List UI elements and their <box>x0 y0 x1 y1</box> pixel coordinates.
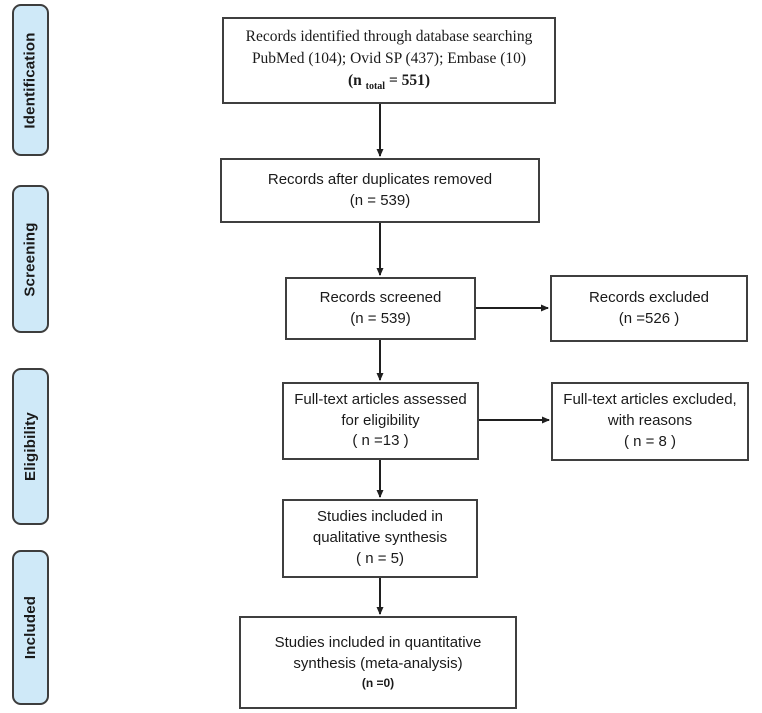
stage-included-label: Included <box>22 595 39 660</box>
stage-screening-label: Screening <box>22 221 40 297</box>
box-records-screened: Records screened (n = 539) <box>285 277 476 340</box>
box-fulltext-excluded: Full-text articles excluded, with reason… <box>551 382 749 461</box>
fulltext-excluded-count: ( n = 8 ) <box>623 432 677 450</box>
stage-included: Included <box>12 550 49 705</box>
box-records-identified: Records identified through database sear… <box>222 17 556 104</box>
qualitative-line2: qualitative synthesis <box>312 529 448 547</box>
box-quantitative-synthesis: Studies included in quantitative synthes… <box>239 616 517 709</box>
box-duplicates-removed: Records after duplicates removed (n = 53… <box>220 158 540 223</box>
records-excluded-count: (n =526 ) <box>618 309 680 327</box>
qualitative-count: ( n = 5) <box>356 549 404 567</box>
quantitative-line2: synthesis (meta-analysis) <box>293 654 463 672</box>
records-identified-line1: Records identified through database sear… <box>245 28 533 46</box>
quantitative-line1: Studies included in quantitative <box>274 633 482 651</box>
fulltext-assessed-line2: for eligibility <box>341 411 420 429</box>
box-fulltext-assessed: Full-text articles assessed for eligibil… <box>282 382 479 460</box>
records-identified-line2: PubMed (104); Ovid SP (437); Embase (10) <box>251 50 527 68</box>
fulltext-assessed-line1: Full-text articles assessed <box>294 390 467 408</box>
records-excluded-line1: Records excluded <box>588 288 710 306</box>
fulltext-excluded-line1: Full-text articles excluded, <box>563 391 737 409</box>
box-records-excluded: Records excluded (n =526 ) <box>550 275 748 342</box>
stage-identification: Identification <box>12 4 49 156</box>
duplicates-removed-line1: Records after duplicates removed <box>267 170 493 188</box>
duplicates-removed-count: (n = 539) <box>349 191 411 209</box>
box-qualitative-synthesis: Studies included in qualitative synthesi… <box>282 499 478 578</box>
fulltext-excluded-line2: with reasons <box>607 412 693 430</box>
records-identified-total: (n total = 551) <box>347 72 431 93</box>
stage-identification-label: Identification <box>22 31 40 129</box>
records-screened-count: (n = 539) <box>350 309 411 327</box>
records-screened-line1: Records screened <box>319 288 442 306</box>
stage-eligibility-label: Eligibility <box>22 412 39 481</box>
stage-screening: Screening <box>12 185 49 333</box>
qualitative-line1: Studies included in <box>317 508 443 526</box>
fulltext-assessed-count: ( n =13 ) <box>352 432 409 450</box>
quantitative-count: (n =0) <box>361 676 395 691</box>
stage-eligibility: Eligibility <box>12 368 49 525</box>
